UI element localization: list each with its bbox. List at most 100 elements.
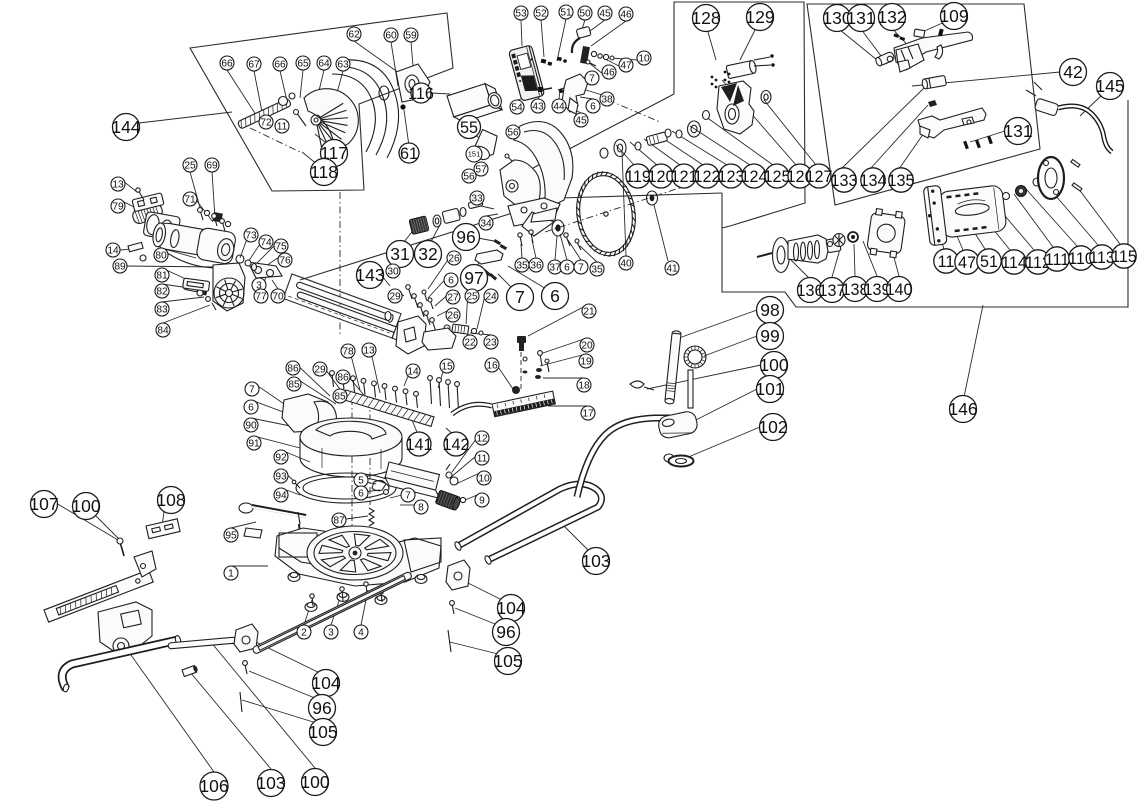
- svg-text:94: 94: [275, 491, 287, 502]
- svg-text:105: 105: [308, 722, 337, 742]
- svg-text:33: 33: [471, 194, 483, 205]
- svg-text:6: 6: [564, 263, 570, 274]
- svg-text:144: 144: [111, 117, 140, 137]
- svg-text:100: 100: [71, 496, 100, 516]
- svg-text:25: 25: [466, 292, 478, 303]
- svg-text:11: 11: [938, 253, 955, 271]
- svg-text:96: 96: [312, 698, 331, 718]
- svg-text:101: 101: [755, 379, 784, 399]
- svg-text:129: 129: [745, 7, 774, 27]
- svg-text:67: 67: [248, 60, 260, 71]
- svg-text:104: 104: [311, 673, 340, 693]
- svg-text:64: 64: [318, 59, 330, 70]
- svg-text:115: 115: [1111, 248, 1137, 266]
- svg-text:93: 93: [275, 472, 287, 483]
- svg-text:80: 80: [155, 251, 167, 262]
- svg-text:103: 103: [256, 773, 285, 793]
- svg-text:5: 5: [358, 476, 364, 487]
- svg-text:114: 114: [1001, 254, 1027, 272]
- svg-text:31: 31: [390, 244, 409, 264]
- svg-text:7: 7: [405, 491, 411, 502]
- svg-text:51: 51: [980, 253, 998, 271]
- svg-text:63: 63: [337, 60, 349, 71]
- svg-text:120: 120: [647, 168, 674, 186]
- svg-text:6: 6: [590, 102, 596, 113]
- svg-text:45: 45: [575, 116, 587, 127]
- svg-text:145: 145: [1095, 76, 1124, 96]
- svg-text:131: 131: [846, 8, 875, 28]
- svg-text:7: 7: [589, 74, 595, 85]
- svg-text:7: 7: [515, 287, 525, 307]
- svg-text:11: 11: [277, 122, 288, 133]
- svg-text:142: 142: [442, 436, 469, 454]
- svg-text:46: 46: [603, 68, 615, 79]
- svg-text:10: 10: [478, 474, 490, 485]
- svg-text:18: 18: [578, 381, 590, 392]
- svg-text:72: 72: [260, 118, 272, 129]
- svg-text:99: 99: [760, 326, 779, 346]
- svg-text:14: 14: [107, 246, 119, 257]
- svg-text:71: 71: [184, 195, 196, 206]
- svg-text:55: 55: [460, 119, 478, 137]
- svg-text:75: 75: [275, 242, 287, 253]
- svg-text:56: 56: [463, 172, 475, 183]
- svg-text:20: 20: [581, 341, 593, 352]
- svg-text:96: 96: [496, 622, 515, 642]
- svg-text:45: 45: [599, 9, 611, 20]
- svg-text:9: 9: [479, 496, 485, 507]
- svg-text:95: 95: [225, 531, 237, 542]
- svg-text:105: 105: [493, 651, 522, 671]
- svg-text:136: 136: [796, 282, 823, 300]
- svg-text:138: 138: [841, 281, 868, 299]
- svg-text:22: 22: [464, 338, 476, 349]
- svg-text:62: 62: [348, 30, 360, 41]
- svg-text:73: 73: [245, 231, 257, 242]
- svg-text:51: 51: [560, 8, 572, 19]
- svg-text:96: 96: [456, 227, 475, 247]
- svg-text:128: 128: [691, 8, 720, 28]
- svg-text:140: 140: [885, 281, 912, 299]
- svg-text:36: 36: [530, 261, 542, 272]
- svg-text:78: 78: [342, 347, 354, 358]
- svg-text:15: 15: [441, 362, 453, 373]
- svg-text:40: 40: [620, 259, 632, 270]
- svg-text:37: 37: [549, 263, 561, 274]
- svg-text:111: 111: [1045, 251, 1070, 269]
- svg-text:131: 131: [1003, 121, 1032, 141]
- svg-text:87: 87: [333, 516, 345, 527]
- svg-text:102: 102: [758, 417, 787, 437]
- svg-text:14: 14: [407, 367, 419, 378]
- svg-text:57: 57: [475, 165, 487, 176]
- svg-text:6: 6: [248, 403, 254, 414]
- svg-text:76: 76: [279, 256, 291, 267]
- svg-text:53: 53: [515, 9, 527, 20]
- svg-text:151: 151: [468, 150, 481, 159]
- svg-text:23: 23: [485, 338, 497, 349]
- svg-text:47: 47: [620, 61, 632, 72]
- svg-text:3: 3: [256, 281, 262, 292]
- svg-text:139: 139: [863, 281, 890, 299]
- svg-text:113: 113: [1089, 249, 1115, 267]
- svg-text:56: 56: [507, 128, 519, 139]
- svg-text:106: 106: [199, 776, 228, 796]
- svg-text:59: 59: [405, 31, 417, 42]
- svg-text:35: 35: [591, 265, 603, 276]
- svg-text:25: 25: [184, 161, 196, 172]
- svg-text:90: 90: [245, 421, 257, 432]
- svg-text:100: 100: [300, 772, 329, 792]
- svg-text:130: 130: [822, 8, 851, 28]
- svg-text:6: 6: [358, 489, 364, 500]
- svg-text:10: 10: [638, 54, 650, 65]
- svg-text:26: 26: [447, 311, 459, 322]
- svg-text:50: 50: [579, 9, 591, 20]
- svg-text:12: 12: [476, 434, 488, 445]
- svg-text:44: 44: [553, 102, 565, 113]
- svg-text:86: 86: [287, 364, 299, 375]
- svg-text:146: 146: [948, 399, 977, 419]
- svg-text:118: 118: [310, 162, 338, 182]
- svg-text:7: 7: [578, 263, 584, 274]
- svg-text:81: 81: [156, 271, 168, 282]
- svg-text:1: 1: [228, 569, 234, 580]
- svg-text:8: 8: [418, 503, 424, 514]
- svg-text:65: 65: [297, 59, 309, 70]
